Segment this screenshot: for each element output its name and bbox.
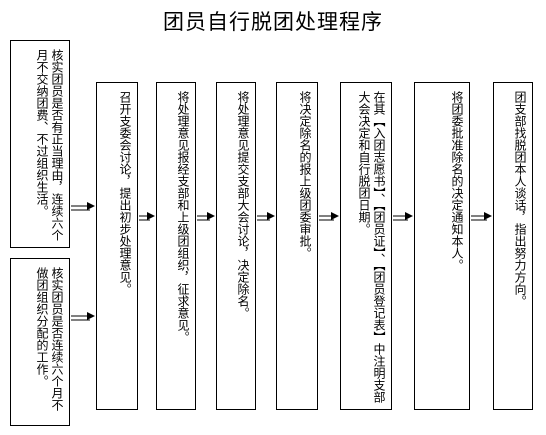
step-committee-meeting-text: 召开支委会讨论，提出初步处理意见。 (118, 91, 132, 295)
step-talk-member-text: 团支部找脱团本人谈话，指出努力方向。 (513, 91, 527, 307)
arrow-verify-dues-to-meeting (71, 202, 95, 211)
step-branch-assembly: 将处理意见提交支部大会讨论，决定除名。 (216, 82, 256, 410)
step-report-superior: 将处理意见报经支部和上级团组织，征求意见。 (156, 82, 196, 410)
arrow-record-to-notify (393, 212, 413, 221)
step-branch-assembly-text: 将处理意见提交支部大会讨论，决定除名。 (236, 91, 250, 319)
arrow-assembly-to-approval (257, 212, 275, 221)
step-record-dates-text: 在其【入团志愿书】、【团员证】、【团员登记表】中注明支部大会决定和自行脱团日期。 (357, 91, 386, 403)
step-verify-dues-text: 核实团员是否有正当理由，连续六个月不交纳团费、不过组织生活。 (35, 49, 64, 241)
step-submit-approval: 将决定除名的报上级团委审批。 (276, 82, 318, 410)
arrow-notify-to-talk (471, 212, 492, 221)
page-title: 团员自行脱团处理程序 (163, 10, 383, 34)
step-notify-member: 将团委批准除名的决定通知本人。 (414, 82, 470, 410)
step-talk-member: 团支部找脱团本人谈话，指出努力方向。 (493, 82, 533, 410)
arrow-meeting-to-report (139, 212, 155, 221)
step-submit-approval-text: 将决定除名的报上级团委审批。 (298, 91, 312, 259)
step-committee-meeting: 召开支委会讨论，提出初步处理意见。 (96, 82, 138, 410)
arrow-approval-to-record (319, 212, 339, 221)
arrow-verify-work-to-meeting (71, 312, 95, 321)
step-verify-dues: 核实团员是否有正当理由，连续六个月不交纳团费、不过组织生活。 (10, 40, 70, 248)
step-verify-work: 核实团员是否连续六个月不做团组织分配的工作。 (10, 258, 70, 426)
step-verify-work-text: 核实团员是否连续六个月不做团组织分配的工作。 (35, 267, 64, 411)
step-report-superior-text: 将处理意见报经支部和上级团组织，征求意见。 (176, 91, 190, 343)
step-record-dates: 在其【入团志愿书】、【团员证】、【团员登记表】中注明支部大会决定和自行脱团日期。 (340, 82, 392, 410)
step-notify-member-text: 将团委批准除名的决定通知本人。 (450, 91, 464, 271)
arrow-report-to-assembly (197, 212, 215, 221)
